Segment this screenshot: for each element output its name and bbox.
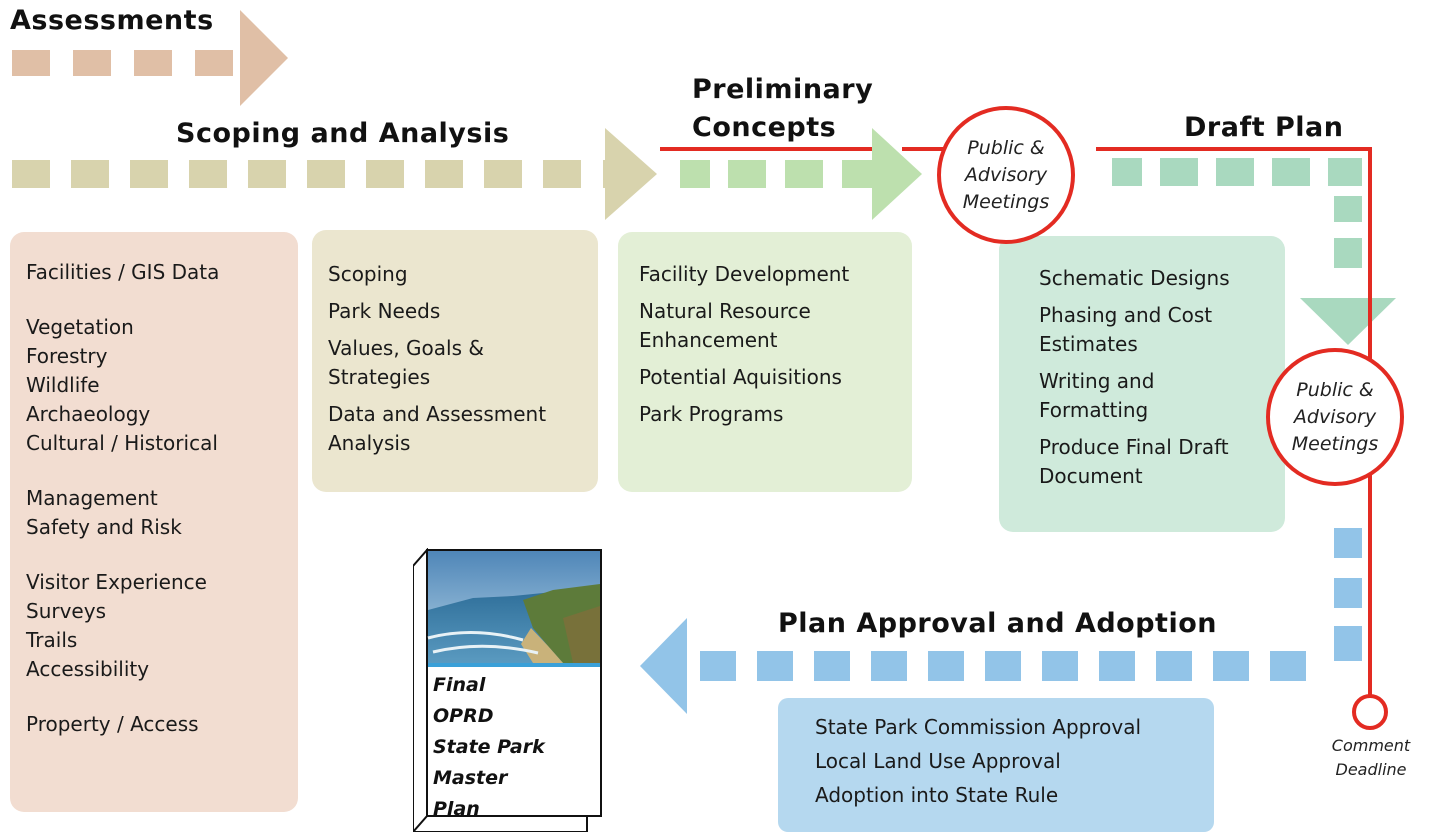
list-item: Vegetation — [26, 315, 134, 339]
list-item: Trails — [26, 628, 78, 652]
approval-title: Plan Approval and Adoption — [778, 608, 1217, 639]
assessments-box: Facilities / GIS Data Vegetation Forestr… — [10, 232, 298, 812]
list-item: Archaeology — [26, 402, 151, 426]
list-item: Park Programs — [639, 402, 784, 426]
preliminary-title-line1: Preliminary — [692, 74, 874, 105]
scoping-title: Scoping and Analysis — [176, 118, 510, 149]
list-item: Surveys — [26, 599, 106, 623]
preliminary-arrow — [680, 128, 922, 220]
list-item: Analysis — [328, 431, 411, 455]
meeting-line: Advisory — [964, 163, 1048, 186]
list-item: Scoping — [328, 262, 408, 286]
list-item: Forestry — [26, 344, 108, 368]
book-line: OPRD — [433, 705, 494, 727]
preliminary-title-line2: Concepts — [692, 112, 837, 143]
list-item: Local Land Use Approval — [815, 749, 1061, 773]
assessments-arrow — [12, 10, 288, 106]
list-item: Formatting — [1039, 398, 1149, 422]
meeting-line: Public & — [967, 136, 1045, 159]
book-line: Master — [433, 767, 508, 789]
meeting-line: Advisory — [1293, 405, 1377, 428]
list-item: Strategies — [328, 365, 431, 389]
public-advisory-meetings-1: Public & Advisory Meetings — [937, 106, 1075, 244]
book-line: Plan — [433, 798, 480, 820]
assessments-title: Assessments — [10, 5, 214, 36]
list-item: Enhancement — [639, 328, 778, 352]
draft-title: Draft Plan — [1184, 112, 1344, 143]
list-item: Document — [1039, 464, 1143, 488]
comment-deadline-marker — [1352, 694, 1388, 730]
list-item: Estimates — [1039, 332, 1138, 356]
approval-box: State Park Commission Approval Local Lan… — [778, 698, 1214, 832]
list-item: Adoption into State Rule — [815, 783, 1059, 807]
list-item: Natural Resource — [639, 299, 811, 323]
list-item: Values, Goals & — [328, 336, 484, 360]
list-item: Park Needs — [328, 299, 441, 323]
book-line: Final — [433, 674, 486, 696]
list-item: Management — [26, 486, 158, 510]
comment-line: Deadline — [1335, 760, 1407, 779]
list-item: Facility Development — [639, 262, 850, 286]
meeting-line: Public & — [1296, 378, 1374, 401]
scoping-box: Scoping Park Needs Values, Goals & Strat… — [312, 230, 598, 492]
meeting-line: Meetings — [1291, 432, 1379, 455]
scoping-arrow — [12, 128, 657, 220]
approval-arrow — [640, 528, 1362, 714]
list-item: Potential Aquisitions — [639, 365, 842, 389]
meeting-line: Meetings — [962, 190, 1050, 213]
list-item: Writing and — [1039, 369, 1155, 393]
list-item: State Park Commission Approval — [815, 715, 1142, 739]
preliminary-box: Facility Development Natural Resource En… — [618, 232, 912, 492]
draft-box: Schematic Designs Phasing and Cost Estim… — [999, 236, 1285, 532]
comment-line: Comment — [1331, 736, 1411, 755]
list-item: Facilities / GIS Data — [26, 260, 220, 284]
list-item: Schematic Designs — [1039, 266, 1230, 290]
list-item: Property / Access — [26, 712, 199, 736]
list-item: Produce Final Draft — [1039, 435, 1229, 459]
list-item: Visitor Experience — [26, 570, 207, 594]
list-item: Phasing and Cost — [1039, 303, 1213, 327]
list-item: Wildlife — [26, 373, 100, 397]
comment-deadline-label: Comment Deadline — [1316, 734, 1426, 782]
list-item: Cultural / Historical — [26, 431, 218, 455]
master-plan-book: Final OPRD State Park Master Plan — [413, 548, 603, 832]
list-item: Accessibility — [26, 657, 150, 681]
book-shape — [413, 548, 602, 832]
book-line: State Park — [433, 736, 545, 758]
list-item: Safety and Risk — [26, 515, 182, 539]
list-item: Data and Assessment — [328, 402, 547, 426]
public-advisory-meetings-2: Public & Advisory Meetings — [1266, 348, 1404, 486]
